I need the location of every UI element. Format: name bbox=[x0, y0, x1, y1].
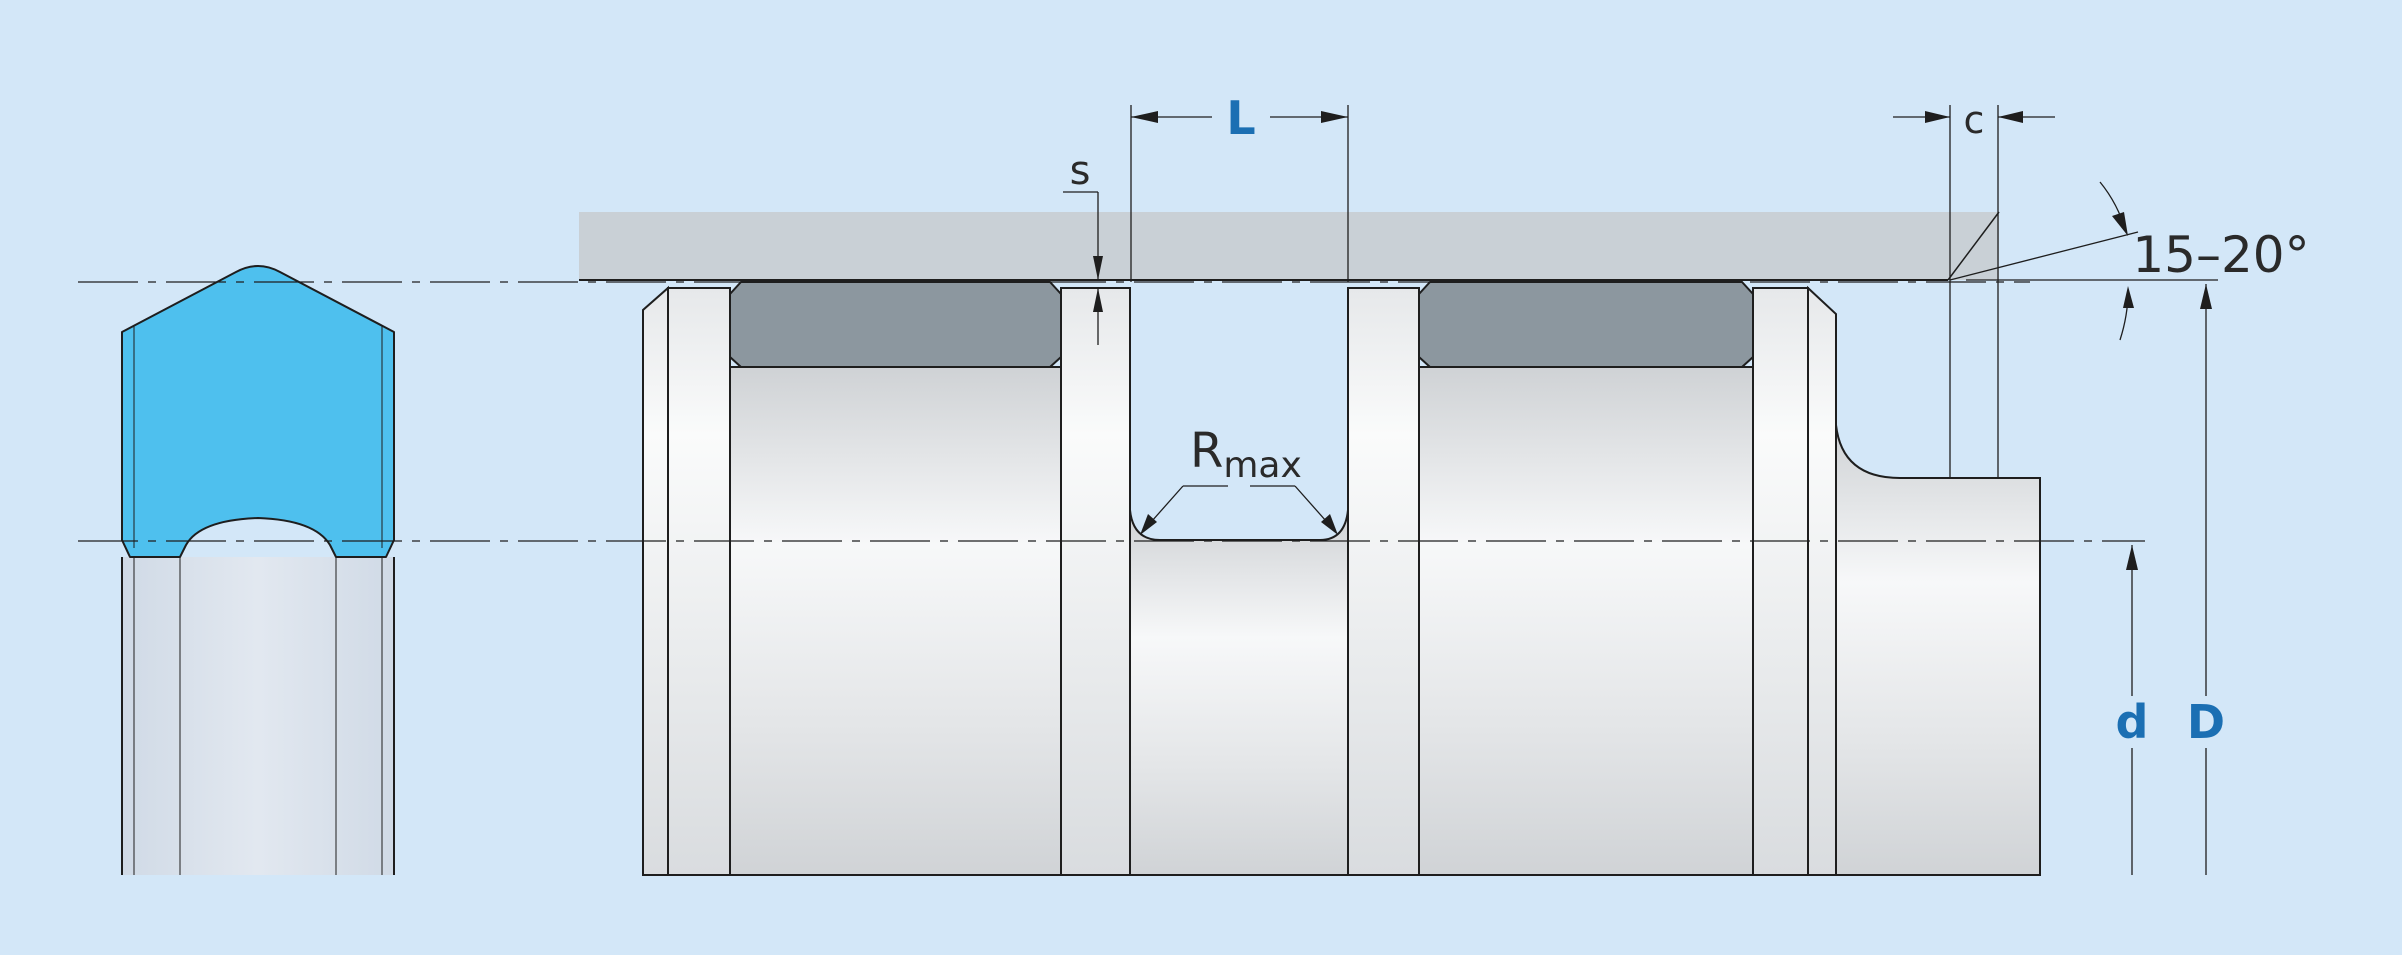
piston-land bbox=[1347, 287, 1420, 876]
seal-lip bbox=[121, 265, 395, 558]
dimension-angle: 15–20° bbox=[1949, 181, 2310, 341]
piston-right-end bbox=[1807, 285, 1837, 876]
piston-groove-floor bbox=[729, 366, 1062, 876]
label-d: d bbox=[2116, 695, 2149, 749]
dimension-L: L bbox=[1130, 91, 1349, 282]
dimension-s: s bbox=[1063, 148, 1103, 345]
dimension-d: d bbox=[2114, 545, 2150, 875]
dimension-c: c bbox=[1893, 98, 2055, 478]
bore-housing bbox=[579, 211, 2000, 281]
piston bbox=[642, 281, 2041, 876]
piston-left-end bbox=[642, 285, 669, 876]
piston-land bbox=[667, 287, 731, 876]
dimension-Rmax: Rmax bbox=[1140, 423, 1338, 535]
guide-ring bbox=[1418, 281, 1754, 368]
label-c: c bbox=[1964, 98, 1985, 142]
label-D: D bbox=[2187, 695, 2225, 749]
piston-land bbox=[1752, 287, 1809, 876]
label-max: max bbox=[1223, 445, 1301, 486]
label-Rmax: Rmax bbox=[1190, 423, 1302, 486]
piston-land bbox=[1060, 287, 1131, 876]
seal-profile bbox=[121, 265, 395, 875]
seal-body bbox=[122, 557, 394, 875]
label-angle: 15–20° bbox=[2132, 226, 2309, 284]
label-s: s bbox=[1070, 148, 1091, 194]
seal-groove bbox=[1129, 509, 1349, 876]
dimension-D: D bbox=[2186, 284, 2226, 875]
label-L: L bbox=[1226, 91, 1255, 145]
guide-ring bbox=[729, 281, 1062, 368]
centre-lines bbox=[78, 281, 2145, 542]
piston-groove-floor bbox=[1418, 366, 1754, 876]
piston-rod bbox=[1835, 424, 2041, 876]
label-R: R bbox=[1190, 423, 1223, 479]
